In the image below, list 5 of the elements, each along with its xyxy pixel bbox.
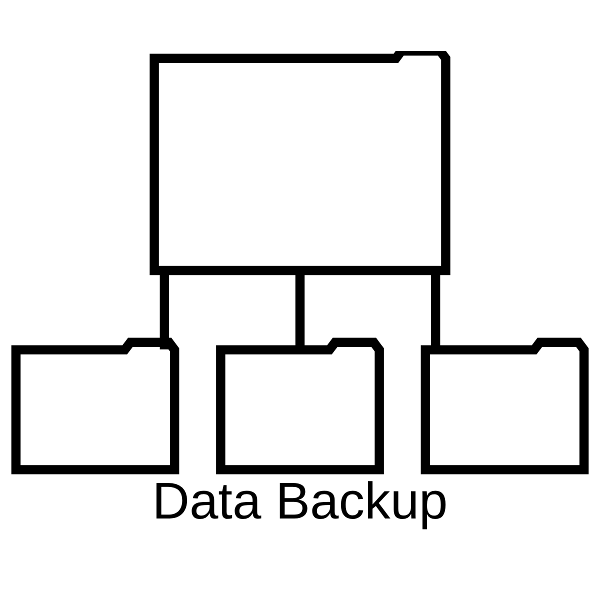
node-folder	[150, 51, 450, 276]
node-folder	[420, 338, 589, 474]
node-folder	[216, 338, 384, 474]
caption: Data Backup	[152, 471, 448, 530]
node-folder	[11, 338, 180, 474]
